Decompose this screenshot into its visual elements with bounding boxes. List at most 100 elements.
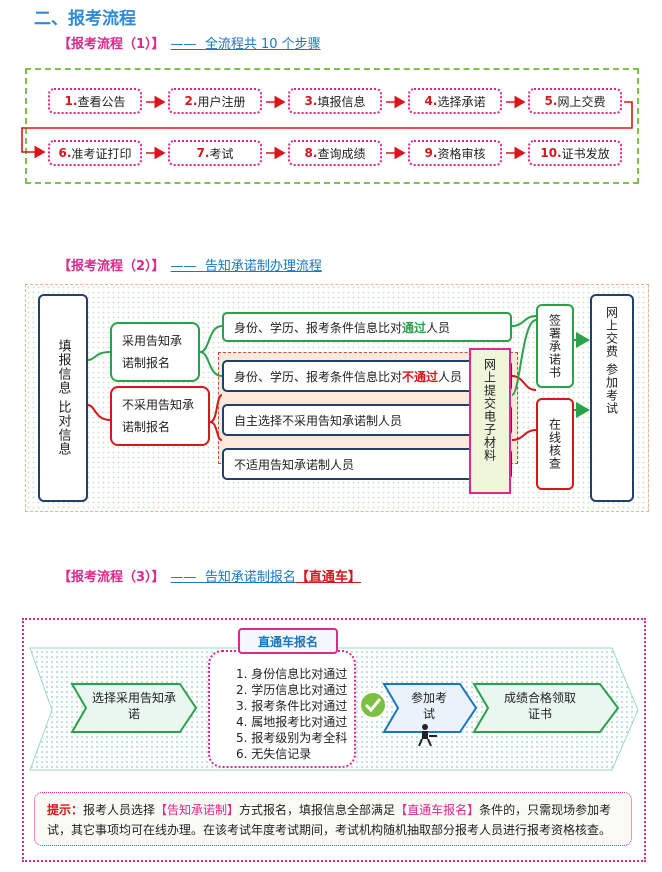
step-5-label: 网上交费 bbox=[557, 94, 606, 109]
choose-chevron bbox=[70, 683, 198, 733]
fill-compare-box: 填报信息 比对信息 bbox=[38, 294, 88, 502]
not-adopt-label: 不采用告知承诺制报名 bbox=[122, 398, 195, 434]
condition-6: 6. 无失信记录 bbox=[236, 747, 312, 761]
tip-part-1: 报考人员选择 bbox=[83, 803, 156, 817]
row-pass-box: 身份、学历、报考条件信息比对通过人员 bbox=[222, 312, 512, 342]
flow1-title: 【报考流程（1）】 —— 全流程共 10 个步骤 bbox=[58, 33, 321, 52]
step-2-label: 用户注册 bbox=[197, 94, 246, 109]
not-adopt-box: 不采用告知承诺制报名 bbox=[110, 386, 210, 446]
submit-materials-label: 网上提交电子材料 bbox=[482, 358, 497, 462]
step-1-label: 查看公告 bbox=[77, 94, 126, 109]
step-10-label: 证书发放 bbox=[561, 146, 610, 161]
online-check-label: 在线核查 bbox=[547, 418, 562, 470]
step-5: 5.网上交费 bbox=[528, 88, 622, 114]
step-6: 6.准考证打印 bbox=[48, 140, 142, 166]
person-at-desk-icon bbox=[418, 724, 437, 747]
section-heading: 二、报考流程 bbox=[34, 9, 136, 29]
condition-3: 3. 报考条件比对通过 bbox=[236, 699, 348, 713]
condition-1: 1. 身份信息比对通过 bbox=[236, 667, 348, 681]
step-1: 1.查看公告 bbox=[48, 88, 142, 114]
exam-chevron bbox=[382, 683, 478, 733]
row-pass-post: 人员 bbox=[426, 320, 451, 335]
step-7-label: 考试 bbox=[209, 146, 234, 161]
row-fail-pre: 身份、学历、报考条件信息比对 bbox=[234, 369, 403, 384]
certificate-label: 成绩合格领取证书 bbox=[504, 691, 577, 721]
tip-box: 提示：报考人员选择【告知承诺制】方式报名，填报信息全部满足【直通车报名】条件的，… bbox=[34, 792, 632, 846]
tip-part-3: 条件的，只需现场参加考试，其它事项均可在线办理。在该考试年度考试期间，考试机构随… bbox=[47, 803, 612, 837]
flow2-subtitle: —— 告知承诺制办理流程 bbox=[171, 255, 322, 274]
step-9-label: 资格审核 bbox=[437, 146, 486, 161]
fill-compare-label: 填报信息 比对信息 bbox=[55, 339, 71, 457]
flow3-dash: —— bbox=[170, 570, 197, 585]
adopt-box: 采用告知承诺制报名 bbox=[110, 322, 200, 382]
step-10: 10.证书发放 bbox=[528, 140, 622, 166]
condition-4: 4. 属地报考比对通过 bbox=[236, 715, 348, 729]
choose-label: 选择采用告知承诺 bbox=[92, 691, 177, 721]
flow2-dash: —— bbox=[170, 259, 197, 274]
certificate-chevron bbox=[472, 683, 620, 733]
step-2-num: 2. bbox=[184, 94, 198, 108]
flow3-subtitle-text: 告知承诺制报名 bbox=[204, 570, 296, 585]
flow2-subtitle-text: 告知承诺制办理流程 bbox=[204, 259, 322, 274]
tip-label: 提示： bbox=[47, 803, 84, 817]
flow2-tag: 【报考流程（2）】 bbox=[58, 259, 165, 274]
row-self-box: 自主选择不采用告知承诺制人员 bbox=[222, 404, 512, 436]
step-2: 2.用户注册 bbox=[168, 88, 262, 114]
row-na-label: 不适用告知承诺制人员 bbox=[234, 457, 355, 472]
flow2-connectors bbox=[87, 315, 590, 441]
row-fail-hl: 不通过 bbox=[402, 369, 439, 384]
step-5-num: 5. bbox=[544, 94, 558, 108]
submit-materials-box: 网上提交电子材料 bbox=[469, 348, 511, 494]
flow1-dash: —— bbox=[170, 37, 197, 52]
tip-part-2: 方式报名，填报信息全部满足 bbox=[239, 803, 396, 817]
online-check-box: 在线核查 bbox=[536, 398, 574, 490]
step-3: 3.填报信息 bbox=[288, 88, 382, 114]
condition-2: 2. 学历信息比对通过 bbox=[236, 683, 348, 697]
row-fail-box: 身份、学历、报考条件信息比对不通过人员 bbox=[222, 360, 512, 392]
flow3-highlight: 【直通车】 bbox=[295, 570, 361, 585]
step-8-label: 查询成绩 bbox=[317, 146, 366, 161]
express-title-banner: 直通车报名 bbox=[238, 628, 338, 654]
step-3-num: 3. bbox=[304, 94, 318, 108]
step-8-num: 8. bbox=[304, 146, 318, 160]
row-pass-pre: 身份、学历、报考条件信息比对 bbox=[234, 320, 403, 335]
step-7-num: 7. bbox=[196, 146, 210, 160]
flow3-container bbox=[22, 618, 646, 862]
tip-highlight-1: 【告知承诺制】 bbox=[155, 803, 240, 817]
row-fail-post: 人员 bbox=[438, 369, 463, 384]
flow3-title: 【报考流程（3）】 —— 告知承诺制报名【直通车】 bbox=[58, 566, 361, 585]
flow1-subtitle-text: 全流程共 10 个步骤 bbox=[204, 37, 321, 52]
flow3-tag: 【报考流程（3）】 bbox=[58, 570, 165, 585]
exam-label: 参加考试 bbox=[411, 691, 448, 721]
step-3-label: 填报信息 bbox=[317, 94, 366, 109]
pay-exam-box: 网上交费 参加考试 bbox=[590, 294, 634, 502]
step-4-num: 4. bbox=[424, 94, 438, 108]
flow2-title: 【报考流程（2）】 —— 告知承诺制办理流程 bbox=[58, 255, 322, 274]
row-self-label: 自主选择不采用告知承诺制人员 bbox=[234, 413, 403, 428]
step-6-num: 6. bbox=[58, 146, 72, 160]
step-10-num: 10. bbox=[540, 146, 562, 160]
adopt-label: 采用告知承诺制报名 bbox=[122, 334, 183, 370]
arrow-5-6 bbox=[21, 101, 633, 159]
row-na-box: 不适用告知承诺制人员 bbox=[222, 448, 512, 480]
flow1-arrows bbox=[21, 95, 633, 160]
step-4-label: 选择承诺 bbox=[437, 94, 486, 109]
step-9: 9.资格审核 bbox=[408, 140, 502, 166]
step-6-label: 准考证打印 bbox=[71, 146, 132, 161]
tip-highlight-2: 【直通车报名】 bbox=[395, 803, 480, 817]
row-pass-hl: 通过 bbox=[402, 320, 427, 335]
flow1-container bbox=[25, 68, 639, 184]
flow1-subtitle: —— 全流程共 10 个步骤 bbox=[171, 33, 321, 52]
express-conditions-box: 1. 身份信息比对通过 2. 学历信息比对通过 3. 报考条件比对通过 4. 属… bbox=[208, 650, 356, 768]
step-4: 4.选择承诺 bbox=[408, 88, 502, 114]
sign-label: 签署承诺书 bbox=[547, 313, 562, 379]
pay-exam-label: 网上交费 参加考试 bbox=[604, 306, 619, 415]
check-icon bbox=[359, 691, 387, 719]
flow3-subtitle: —— 告知承诺制报名【直通车】 bbox=[171, 566, 361, 585]
condition-5: 5. 报考级别为考全科 bbox=[236, 731, 348, 745]
step-7: 7.考试 bbox=[168, 140, 262, 166]
flow1-tag: 【报考流程（1）】 bbox=[58, 37, 165, 52]
step-8: 8.查询成绩 bbox=[288, 140, 382, 166]
step-1-num: 1. bbox=[64, 94, 78, 108]
step-9-num: 9. bbox=[424, 146, 438, 160]
